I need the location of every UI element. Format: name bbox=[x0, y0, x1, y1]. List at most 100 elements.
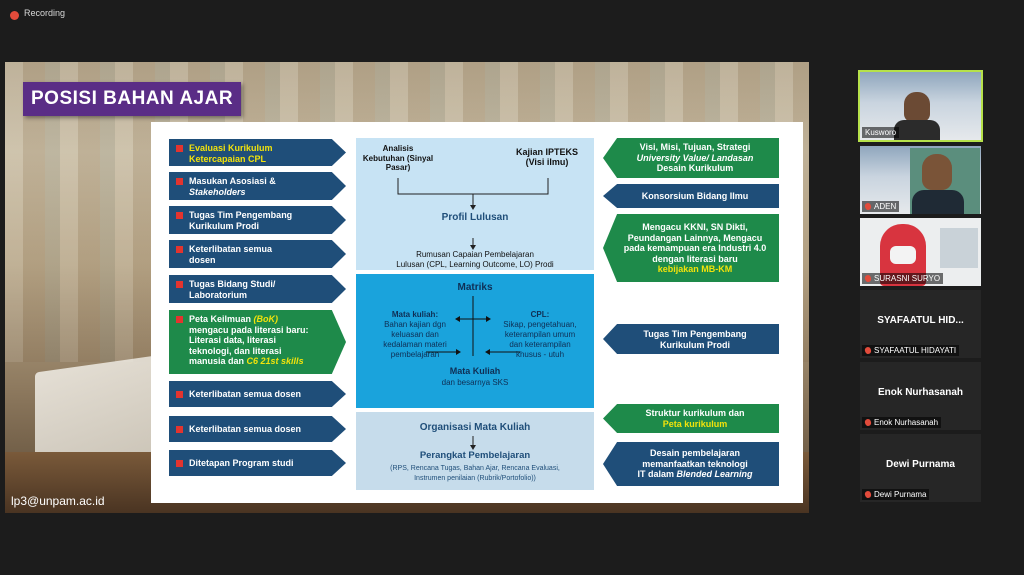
perangkat-line-2: Instrumen penilaian (Rubrik/Portofolio)) bbox=[414, 475, 536, 482]
center-block-organisasi: Organisasi Mata Kuliah Perangkat Pembela… bbox=[356, 412, 594, 490]
participant-name: Dewi Purnama bbox=[862, 489, 930, 500]
participant-name: Enok Nurhasanah bbox=[862, 417, 942, 428]
left-box-text: Ditetapan Program studi bbox=[189, 458, 294, 468]
right-box-tim-pengembang: Tugas Tim Pengembang Kurikulum Prodi bbox=[603, 324, 779, 354]
cpl-line: khusus - utuh bbox=[515, 350, 565, 359]
cpl-line: Sikap, pengetahuan, bbox=[503, 320, 577, 329]
participant-display-name: Dewi Purnama bbox=[886, 459, 955, 470]
mk-title: Mata kuliah: bbox=[391, 310, 439, 319]
right-box-text: Desain Kurikulum bbox=[656, 163, 734, 173]
right-box-struktur: Struktur kurikulum dan Peta kurikulum bbox=[603, 404, 779, 433]
right-box-text: dengan literasi baru bbox=[652, 253, 738, 264]
left-box-text: Peta Keilmuan (BoK) bbox=[189, 314, 279, 324]
person-body bbox=[912, 190, 964, 214]
left-box-evaluasi: Evaluasi Kurikulum Ketercapaian CPL bbox=[169, 139, 346, 166]
recording-label: Recording bbox=[24, 8, 66, 18]
organisasi-title: Organisasi Mata Kuliah bbox=[419, 422, 531, 433]
mk-line: Bahan kajian dgn bbox=[384, 320, 446, 329]
bullet-icon bbox=[176, 460, 183, 467]
person-body bbox=[894, 120, 940, 140]
participant-name: SURASNI SURYO bbox=[862, 273, 944, 284]
mk-sks-2: dan besarnya SKS bbox=[441, 378, 509, 387]
center-block-profil: Analisis Kebutuhan (Sinyal Pasar) Kajian… bbox=[356, 138, 594, 270]
shared-screen: POSISI BAHAN AJAR Evaluasi Kurikulum Ket… bbox=[5, 62, 809, 513]
person-head bbox=[922, 154, 952, 190]
rumusan-line-2: Lulusan (CPL, Learning Outcome, LO) Prod… bbox=[396, 260, 554, 269]
right-box-text: memanfaatkan teknologi bbox=[642, 458, 748, 469]
left-box-keterlibatan-2: Keterlibatan semua dosen bbox=[169, 381, 346, 407]
bullet-icon bbox=[176, 426, 183, 433]
face-mask bbox=[890, 246, 916, 264]
left-box-text: Evaluasi Kurikulum bbox=[189, 143, 273, 153]
right-box-text: University Value/ Landasan bbox=[636, 152, 754, 163]
left-box-ditetapkan: Ditetapan Program studi bbox=[169, 450, 346, 476]
participant-name: ADEN bbox=[862, 201, 900, 212]
cpl-line: dan keterampilan bbox=[509, 340, 571, 349]
right-box-desain: Desain pembelajaran memanfaatkan teknolo… bbox=[603, 442, 779, 486]
matriks-arrows bbox=[426, 296, 520, 356]
left-box-text: Tugas Tim Pengembang bbox=[189, 210, 293, 220]
background-poster bbox=[940, 228, 978, 268]
left-box-text: Laboratorium bbox=[189, 289, 248, 300]
participant-name: Kusworo bbox=[862, 127, 900, 138]
mk-line: pembelajaran bbox=[390, 350, 440, 359]
footer-email: lp3@unpam.ac.id bbox=[11, 494, 105, 508]
right-box-text: Desain pembelajaran bbox=[649, 448, 741, 458]
left-box-text: Kurikulum Prodi bbox=[189, 220, 260, 231]
right-box-text: pada kemampuan era Industri 4.0 bbox=[623, 243, 767, 253]
participant-tile-kusworo[interactable]: Kusworo bbox=[858, 70, 983, 142]
left-box-text: mengacu pada literasi baru: bbox=[189, 324, 309, 335]
right-box-text: Peundangan Lainnya, Mengacu bbox=[627, 232, 763, 243]
mic-muted-icon bbox=[863, 490, 873, 500]
mk-sks-1: Mata Kuliah bbox=[449, 366, 501, 376]
center-block-matriks: Matriks Mata kuliah: Bahan kajian dgn ke… bbox=[356, 274, 594, 408]
participant-tile-surasni[interactable]: SURASNI SURYO bbox=[860, 218, 981, 286]
right-box-text: IT dalam Blended Learning bbox=[637, 469, 753, 479]
right-box-text: Mengacu KKNI, SN Dikti, bbox=[642, 222, 748, 232]
left-box-text: Masukan Asosiasi & bbox=[189, 176, 276, 186]
analisis-text: Analisis Kebutuhan (Sinyal Pasar) bbox=[362, 144, 434, 172]
left-box-text: Literasi data, literasi bbox=[189, 335, 277, 345]
cpl-title: CPL: bbox=[530, 310, 550, 319]
left-box-text: dosen bbox=[189, 254, 216, 265]
participant-display-name: SYAFAATUL HID... bbox=[877, 315, 964, 326]
organisasi-arrow bbox=[470, 436, 476, 450]
slide-diagram: Evaluasi Kurikulum Ketercapaian CPL Masu… bbox=[151, 122, 803, 503]
bullet-icon bbox=[176, 178, 183, 185]
matriks-title: Matriks bbox=[457, 282, 493, 293]
participant-name: SYAFAATUL HIDAYATI bbox=[862, 345, 960, 356]
person-head bbox=[904, 92, 930, 122]
bullet-icon bbox=[176, 212, 183, 219]
left-box-text: teknologi, dan literasi bbox=[189, 345, 282, 356]
mic-muted-icon bbox=[863, 274, 873, 284]
left-box-text: Keterlibatan semua dosen bbox=[189, 389, 302, 399]
right-box-visi-misi: Visi, Misi, Tujuan, Strategi University … bbox=[603, 138, 779, 178]
left-box-text: Stakeholders bbox=[189, 186, 246, 197]
participant-display-name: Enok Nurhasanah bbox=[877, 387, 964, 398]
participant-gallery: Kusworo ADEN SURASNI SURYO SYAFAATUL HID… bbox=[856, 70, 986, 510]
participant-tile-enok[interactable]: Enok Nurhasanah Enok Nurhasanah bbox=[860, 362, 981, 430]
left-box-text: Keterlibatan semua bbox=[189, 244, 273, 254]
mic-muted-icon bbox=[863, 418, 873, 428]
right-box-text: Konsorsium Bidang Ilmu bbox=[641, 191, 749, 201]
right-box-text: Kurikulum Prodi bbox=[659, 339, 730, 350]
mk-line: kedalaman materi bbox=[383, 340, 447, 349]
left-box-text: Tugas Bidang Studi/ bbox=[189, 279, 276, 289]
slide-title-banner: POSISI BAHAN AJAR bbox=[23, 82, 241, 116]
participant-tile-aden[interactable]: ADEN bbox=[860, 146, 981, 214]
bullet-icon bbox=[176, 316, 183, 323]
slide-title: POSISI BAHAN AJAR bbox=[31, 88, 234, 109]
participant-tile-dewi[interactable]: Dewi Purnama Dewi Purnama bbox=[860, 434, 981, 502]
left-box-keterlibatan-3: Keterlibatan semua dosen bbox=[169, 416, 346, 442]
mk-line: keluasan dan bbox=[391, 330, 439, 339]
left-box-bidang-studi: Tugas Bidang Studi/ Laboratorium bbox=[169, 275, 346, 303]
bullet-icon bbox=[176, 246, 183, 253]
right-box-text: Struktur kurikulum dan bbox=[645, 408, 745, 418]
right-box-text: Tugas Tim Pengembang bbox=[643, 329, 747, 339]
left-box-tim-pengembang: Tugas Tim Pengembang Kurikulum Prodi bbox=[169, 206, 346, 234]
recording-icon bbox=[10, 11, 19, 20]
participant-tile-syafaatul[interactable]: SYAFAATUL HID... SYAFAATUL HIDAYATI bbox=[860, 290, 981, 358]
bullet-icon bbox=[176, 281, 183, 288]
cpl-line: keterampilan umum bbox=[504, 330, 576, 339]
rumusan-line-1: Rumusan Capaian Pembelajaran bbox=[416, 250, 534, 259]
